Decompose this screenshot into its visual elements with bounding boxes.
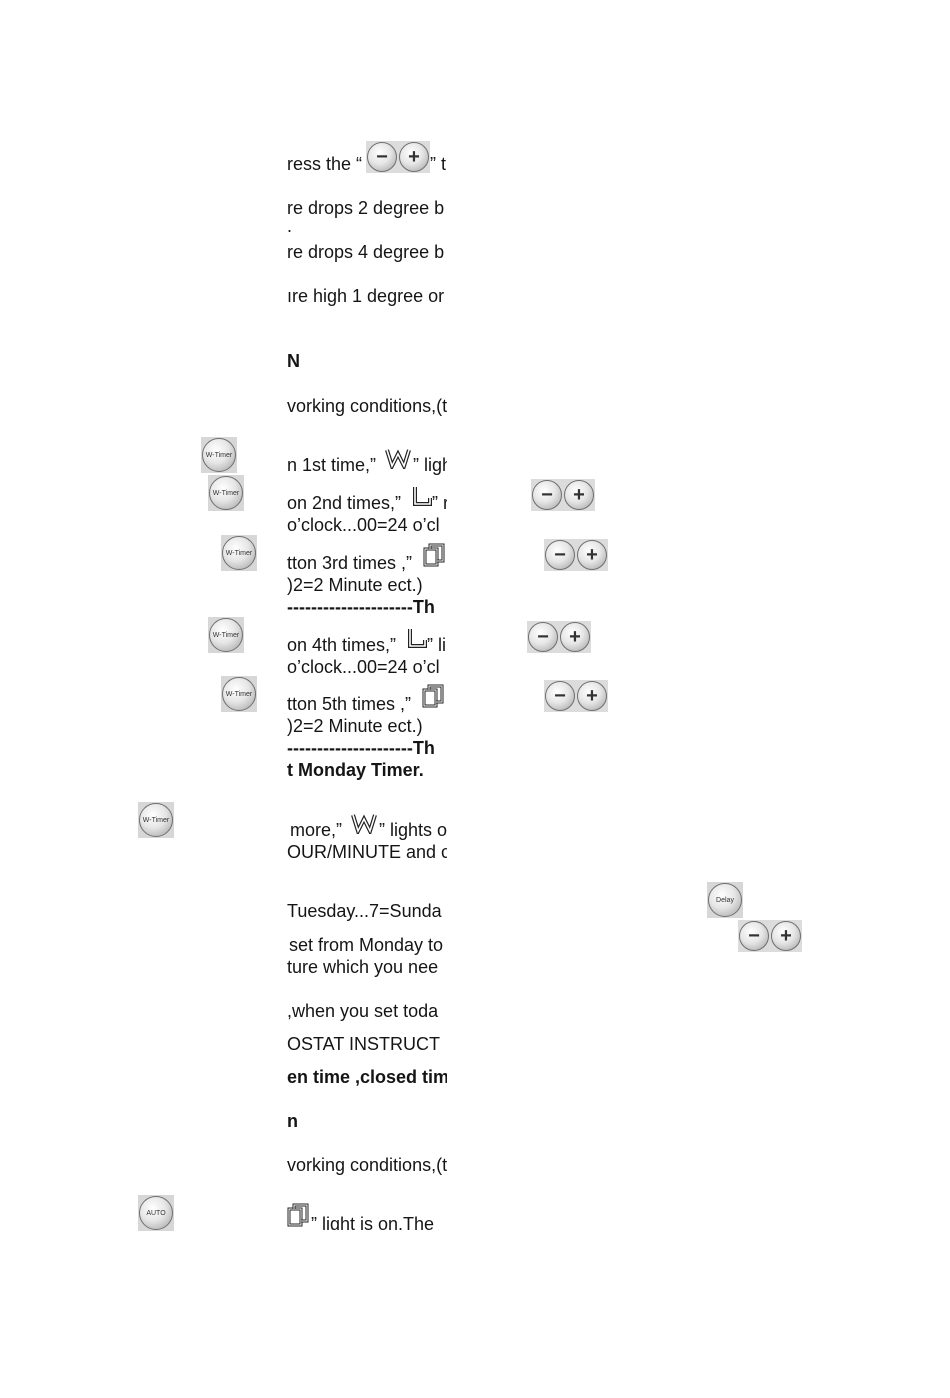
- auto-button-icon: AUTO: [139, 1196, 173, 1230]
- text-more: more,”: [290, 820, 343, 840]
- plus-icon: +: [771, 921, 801, 951]
- text-monday-timer: t Monday Timer.: [287, 760, 424, 780]
- minus-icon: −: [532, 480, 562, 510]
- plus-icon: +: [577, 681, 607, 711]
- minus-icon: −: [545, 681, 575, 711]
- closed-time-indicator-icon: [423, 543, 445, 567]
- text-2nd-times-end: ” r: [432, 493, 447, 513]
- text-tuesday-sunday: Tuesday...7=Sunda: [287, 901, 442, 921]
- section-heading-1: N: [287, 351, 300, 371]
- w-timer-label: W-Timer: [225, 690, 253, 698]
- text-line1-end: ” t: [430, 154, 446, 174]
- closed-time-indicator-icon: [422, 684, 444, 708]
- w-timer-label: W-Timer: [212, 489, 240, 497]
- open-time-indicator-icon: [408, 629, 427, 648]
- minus-icon: −: [739, 921, 769, 951]
- text-open-closed-time: en time ,closed tim: [287, 1067, 447, 1087]
- plus-icon: +: [564, 480, 594, 510]
- text-drops-4-degree: re drops 4 degree b: [287, 242, 445, 262]
- text-light-is-on: ” light is on.The: [311, 1214, 435, 1230]
- auto-label: AUTO: [146, 1209, 166, 1217]
- text-1st-time: n 1st time,”: [287, 455, 377, 475]
- open-time-indicator-icon: [413, 487, 432, 506]
- text-hour-minute: OUR/MINUTE and c: [287, 842, 447, 862]
- w-timer-button-icon: W-Timer: [222, 536, 256, 570]
- w-timer-label: W-Timer: [205, 451, 233, 459]
- w-timer-label: W-Timer: [225, 549, 253, 557]
- closed-time-indicator-icon: [287, 1203, 309, 1227]
- text-2nd-times: on 2nd times,”: [287, 493, 402, 513]
- minus-plus-buttons-icon: − +: [544, 680, 608, 712]
- minus-plus-buttons-icon: − +: [531, 479, 595, 511]
- minus-plus-buttons-icon: − +: [527, 621, 591, 653]
- week-indicator-icon: [385, 449, 411, 469]
- text-oclock-1: o’clock...00=24 o’cl: [287, 515, 440, 535]
- text-ostat-instruct: OSTAT INSTRUCT: [287, 1034, 440, 1054]
- w-timer-button-icon: W-Timer: [209, 476, 243, 510]
- w-timer-label: W-Timer: [142, 816, 170, 824]
- text-high-1-degree: ıre high 1 degree or: [287, 286, 445, 306]
- text-when-you-set: ,when you set toda: [287, 1001, 439, 1021]
- w-timer-label: W-Timer: [212, 631, 240, 639]
- text-press-the: ress the “: [287, 154, 363, 174]
- text-minute-1: )2=2 Minute ect.): [287, 575, 423, 595]
- minus-icon: −: [367, 142, 397, 172]
- text-oclock-2: o’clock...00=24 o’cl: [287, 657, 440, 677]
- section-heading-2: n: [287, 1111, 298, 1131]
- text-working-conditions-1: vorking conditions,(t: [287, 396, 447, 416]
- text-1st-time-end: ” ligh: [413, 455, 447, 475]
- minus-icon: −: [545, 540, 575, 570]
- plus-icon: +: [577, 540, 607, 570]
- week-indicator-icon: [351, 814, 377, 834]
- text-4th-times-end: ” li: [427, 635, 446, 655]
- text-3rd-times: tton 3rd times ,”: [287, 553, 413, 573]
- text-set-from-monday: set from Monday to: [289, 935, 444, 955]
- minus-plus-buttons-icon: − +: [366, 141, 430, 173]
- w-timer-button-icon: W-Timer: [222, 677, 256, 711]
- text-dashes-1: ---------------------Th: [287, 597, 435, 617]
- plus-icon: +: [399, 142, 429, 172]
- text-lights: ” lights o: [379, 820, 447, 840]
- w-timer-button-icon: W-Timer: [202, 438, 236, 472]
- text-working-conditions-2: vorking conditions,(t: [287, 1155, 447, 1175]
- text-dot: .: [287, 216, 293, 236]
- text-4th-times: on 4th times,”: [287, 635, 397, 655]
- minus-icon: −: [528, 622, 558, 652]
- w-timer-button-icon: W-Timer: [209, 618, 243, 652]
- delay-button-icon: Delay: [708, 883, 742, 917]
- text-dashes-2: ---------------------Th: [287, 738, 435, 758]
- minus-plus-buttons-icon: − +: [544, 539, 608, 571]
- delay-label: Delay: [716, 896, 734, 904]
- minus-plus-buttons-icon: − +: [738, 920, 802, 952]
- text-drops-2-degree: re drops 2 degree b: [287, 198, 445, 218]
- w-timer-button-icon: W-Timer: [139, 803, 173, 837]
- text-ture-which: ture which you nee: [287, 957, 439, 977]
- plus-icon: +: [560, 622, 590, 652]
- text-5th-times: tton 5th times ,”: [287, 694, 412, 714]
- text-minute-2: )2=2 Minute ect.): [287, 716, 423, 736]
